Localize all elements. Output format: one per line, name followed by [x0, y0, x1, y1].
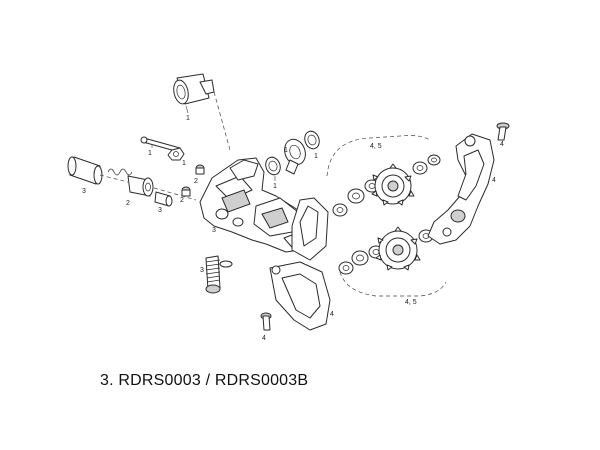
outer-cage-plate-upper: [291, 197, 329, 261]
callout-pivot-bolt: 3: [200, 267, 204, 274]
limit-screw-low: [181, 186, 191, 197]
callout-pulley-top: 4, 5: [370, 143, 382, 150]
cage-screw-left: [260, 312, 272, 331]
callout-spacer: 1: [273, 183, 277, 190]
cable-ferrule: [154, 191, 173, 207]
callout-small-nut: 1: [182, 160, 186, 167]
outer-cage-plate: [427, 133, 495, 245]
small-nut: [167, 147, 185, 161]
callout-body-screw: 3: [212, 227, 216, 234]
pivot-bushing-a: [284, 138, 306, 175]
adjuster-nut: [127, 175, 154, 197]
limit-screw-high: [195, 164, 205, 175]
callout-ferrule: 3: [158, 207, 162, 214]
spacer-ring: [265, 156, 281, 176]
callout-outer-cage: 4: [492, 177, 496, 184]
cage-screw-right: [496, 122, 510, 141]
hanger-bolt: [173, 73, 215, 105]
lower-tension-pulley: [375, 226, 421, 271]
callout-bushing-b: 1: [314, 153, 318, 160]
washer-top-2: [347, 188, 365, 204]
callout-cage-screw-right: 4: [500, 141, 504, 148]
group-bracket-bottom: [339, 271, 447, 297]
callout-adjuster-nut: 2: [126, 200, 130, 207]
washer-top-1: [332, 203, 348, 217]
callout-inner-cage: 4: [330, 311, 334, 318]
callout-pulley-bot: 4, 5: [405, 299, 417, 306]
washer-top-4: [412, 161, 428, 175]
adjuster-spring: [107, 168, 133, 176]
washer-under-body: [219, 260, 233, 268]
inner-cage-plate: [269, 261, 331, 331]
figure-caption: 3. RDRS0003 / RDRS0003B: [100, 372, 309, 389]
callout-cage-screw-left: 4: [262, 335, 266, 342]
callout-limit-low: 2: [180, 197, 184, 204]
callout-limit-high: 2: [194, 178, 198, 185]
callout-hanger-bolt: 1: [186, 115, 190, 122]
callout-cable-adjuster: 3: [82, 188, 86, 195]
pivot-bolt: [205, 255, 221, 294]
washer-bot-2: [351, 250, 369, 266]
callout-b-tension-screw: 1: [148, 150, 152, 157]
group-bracket-top: [326, 135, 431, 177]
derailleur-body: [199, 157, 309, 253]
upper-jockey-pulley: [371, 163, 415, 206]
washer-bot-1: [338, 261, 354, 275]
cable-adjuster-barrel: [67, 156, 103, 185]
callout-bushing-a: 1: [284, 147, 288, 154]
pivot-spring-ring: [304, 130, 320, 150]
washer-top-5: [427, 154, 441, 166]
assembly-guide-line: [213, 91, 231, 151]
